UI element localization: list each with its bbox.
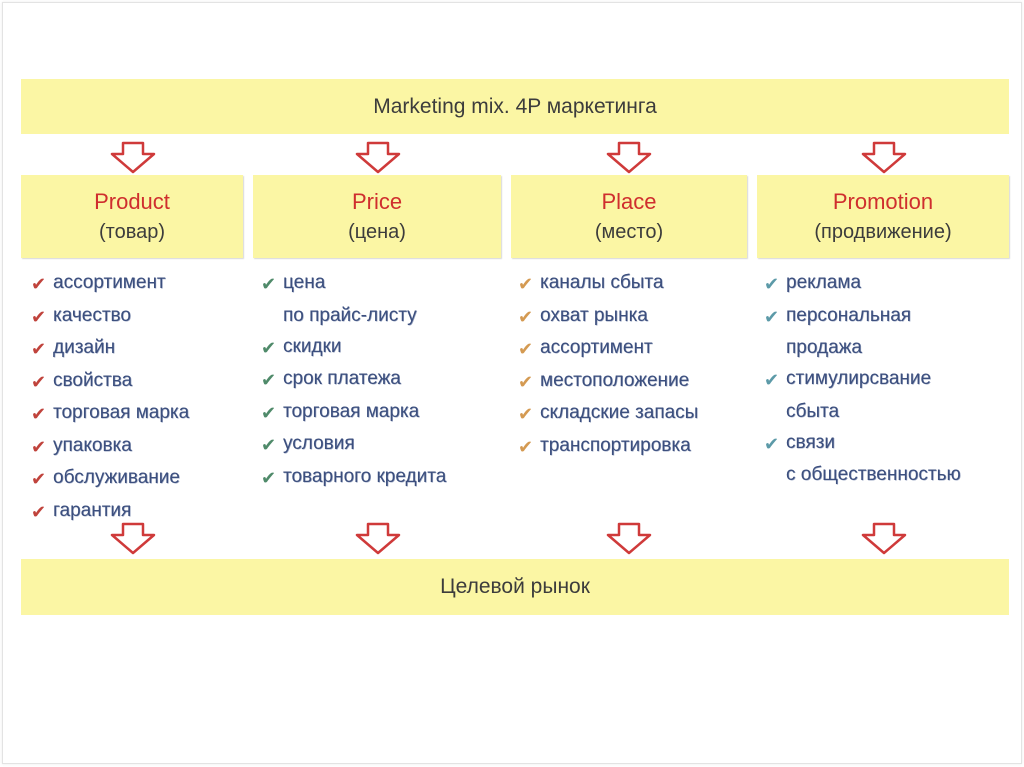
down-arrow-icon <box>606 522 652 555</box>
list-item: ✔продажа <box>786 337 862 358</box>
checkmark-icon: ✔ <box>518 371 534 392</box>
product-list: ✔ассортимент ✔качество ✔дизайн ✔свойства… <box>29 267 189 527</box>
checkmark-icon: ✔ <box>764 306 780 327</box>
list-item: ✔товарного кредита <box>259 461 446 494</box>
down-arrow-icon <box>110 522 156 555</box>
checkmark-icon: ✔ <box>261 435 277 455</box>
list-item: ✔ассортимент <box>29 267 189 300</box>
list-item: ✔с общественностью <box>786 464 961 485</box>
down-arrow-icon <box>861 141 907 174</box>
list-item: ✔складские запасы <box>516 397 698 430</box>
checkmark-icon: ✔ <box>31 404 47 424</box>
list-item: ✔торговая марка <box>29 397 189 430</box>
checkmark-icon: ✔ <box>518 274 534 294</box>
diagram-title: Marketing mix. 4P маркетинга <box>373 94 657 118</box>
checkmark-icon: ✔ <box>518 339 534 359</box>
checkmark-icon: ✔ <box>261 337 277 358</box>
list-item: ✔местоположение <box>516 365 698 398</box>
list-item: ✔дизайн <box>29 332 189 365</box>
target-market-band: Целевой рынок <box>21 559 1009 615</box>
product-subtitle: (товар) <box>98 220 166 243</box>
checkmark-icon: ✔ <box>31 274 47 294</box>
promotion-box: Promotion (продвижение) <box>757 175 1009 258</box>
list-item: ✔упаковка <box>29 430 189 463</box>
checkmark-icon: ✔ <box>31 501 47 522</box>
checkmark-icon: ✔ <box>31 371 47 392</box>
checkmark-icon: ✔ <box>518 306 534 327</box>
place-list: ✔каналы сбыта ✔охват рынка ✔ассортимент … <box>516 267 698 462</box>
list-item: ✔гарантия <box>29 495 189 528</box>
product-box: Product (товар) <box>21 175 243 258</box>
checkmark-icon: ✔ <box>518 404 534 424</box>
list-item: ✔связи <box>762 427 961 460</box>
price-list: ✔цена ✔по прайс-листу ✔скидки ✔срок плат… <box>259 267 446 493</box>
checkmark-icon: ✔ <box>31 436 47 457</box>
checkmark-icon: ✔ <box>261 467 277 488</box>
list-item: ✔сбыта <box>786 400 840 422</box>
price-subtitle: (цена) <box>348 220 406 243</box>
list-item: ✔обслуживание <box>29 462 189 495</box>
list-item: ✔персональная <box>762 300 961 333</box>
price-box: Price (цена) <box>253 175 501 258</box>
price-title: Price <box>351 188 403 214</box>
list-item: ✔торговая марка <box>259 396 446 429</box>
checkmark-icon: ✔ <box>764 274 780 294</box>
promotion-list: ✔реклама ✔персональная ✔продажа ✔стимули… <box>762 267 961 490</box>
list-item: ✔реклама <box>762 267 961 300</box>
promotion-title: Promotion <box>832 188 934 214</box>
checkmark-icon: ✔ <box>261 402 277 423</box>
product-title: Product <box>94 188 170 214</box>
place-title: Place <box>601 188 657 214</box>
list-item: ✔свойства <box>29 365 189 398</box>
list-item: ✔условия <box>259 428 446 461</box>
promotion-subtitle: (продвижение) <box>814 220 952 243</box>
list-item: ✔по прайс-листу <box>283 304 417 326</box>
list-item: ✔ассортимент <box>516 332 698 365</box>
place-subtitle: (место) <box>594 220 664 243</box>
down-arrow-icon <box>606 141 652 174</box>
down-arrow-icon <box>861 522 907 555</box>
list-item: ✔охват рынка <box>516 300 698 333</box>
list-item: ✔транспортировка <box>516 430 698 463</box>
list-item: ✔срок платежа <box>259 363 446 396</box>
down-arrow-icon <box>355 522 401 555</box>
checkmark-icon: ✔ <box>261 274 277 294</box>
checkmark-icon: ✔ <box>764 433 780 454</box>
checkmark-icon: ✔ <box>764 370 780 390</box>
checkmark-icon: ✔ <box>518 436 534 457</box>
place-box: Place (место) <box>511 175 747 258</box>
title-band: Marketing mix. 4P маркетинга <box>21 79 1009 134</box>
checkmark-icon: ✔ <box>31 469 47 489</box>
checkmark-icon: ✔ <box>261 370 277 390</box>
down-arrow-icon <box>110 141 156 174</box>
target-market-label: Целевой рынок <box>440 575 590 598</box>
list-item: ✔цена <box>259 267 446 300</box>
checkmark-icon: ✔ <box>31 306 47 327</box>
list-item: ✔качество <box>29 300 189 333</box>
down-arrow-icon <box>355 141 401 174</box>
list-item: ✔каналы сбыта <box>516 267 698 300</box>
list-item: ✔скидки <box>259 331 446 364</box>
checkmark-icon: ✔ <box>31 339 47 359</box>
list-item: ✔стимулирсвание <box>762 363 961 396</box>
